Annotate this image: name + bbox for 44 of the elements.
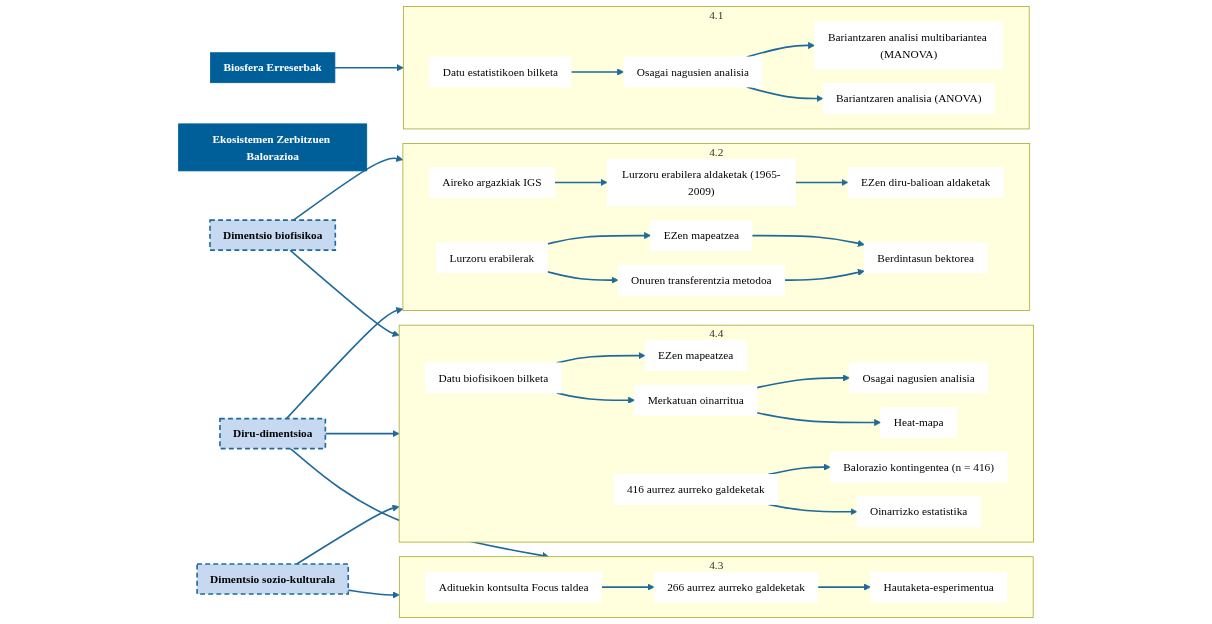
node-box: Datu estatistikoen bilketa bbox=[429, 56, 572, 88]
arrow bbox=[289, 249, 400, 337]
node-box: Diru-dimentsioa bbox=[219, 417, 327, 450]
node-box: Ekosistemen Zerbitzuen Balorazioa bbox=[178, 123, 368, 172]
node-box: Osagai nagusien analisia bbox=[849, 362, 989, 394]
node-box: Bariantzaren analisia (ANOVA) bbox=[822, 83, 995, 114]
node-box: Lurzoru erabilerak bbox=[436, 242, 548, 274]
arrow bbox=[553, 178, 608, 186]
arrow bbox=[292, 154, 404, 221]
node-box: Hautaketa-esperimentua bbox=[870, 571, 1008, 603]
node-box: Berdintasun bektorea bbox=[863, 242, 988, 274]
arrow bbox=[756, 411, 882, 427]
arrow bbox=[751, 234, 865, 247]
node-box: Aireko argazkiak IGS bbox=[428, 167, 555, 198]
node-box: 266 aurrez aurreko galdeketak bbox=[653, 571, 819, 603]
node-box: Onuren transferentzia metodoa bbox=[617, 264, 786, 296]
arrow bbox=[817, 583, 871, 591]
node-box: Osagai nagusien analisia bbox=[623, 56, 763, 88]
node-box: EZen mapeatzea bbox=[644, 340, 747, 371]
node-box: Heat-mapa bbox=[880, 407, 957, 438]
node-box: EZen mapeatzea bbox=[650, 220, 753, 251]
arrow bbox=[794, 178, 849, 186]
node-box: Merkatuan oinarritua bbox=[634, 384, 758, 416]
node-box: Bariantzaren analisi multibariantea (MANOVA) bbox=[814, 21, 1004, 70]
arrow bbox=[295, 504, 400, 565]
node-box: Datu biofisikoen bilketa bbox=[425, 362, 562, 394]
arrow bbox=[783, 268, 865, 281]
arrow bbox=[546, 270, 619, 284]
node-box: Oinarrizko estatistika bbox=[856, 496, 981, 528]
node-box: 416 aurrez aurreko galdeketak bbox=[613, 474, 778, 505]
node-box: Dimentsio biofisikoa bbox=[209, 219, 337, 251]
node-box: Lurzoru erabilera aldaketak (1965-2009) bbox=[606, 158, 796, 207]
arrow bbox=[570, 68, 625, 76]
node-box: Balorazio kontingentea (n = 416) bbox=[829, 451, 1008, 483]
arrow bbox=[746, 86, 824, 103]
node-box: Adituekin kontsulta Focus taldea bbox=[425, 571, 602, 603]
node-box: EZen diru-balioan aldaketak bbox=[847, 167, 1004, 198]
node-box: Dimentsio sozio-kulturala bbox=[196, 563, 350, 595]
arrow bbox=[546, 232, 652, 245]
node-box: Biosfera Erreserbak bbox=[210, 52, 336, 84]
arrow bbox=[756, 374, 850, 389]
arrow bbox=[285, 307, 404, 420]
arrow bbox=[334, 64, 404, 72]
arrow bbox=[600, 583, 655, 591]
